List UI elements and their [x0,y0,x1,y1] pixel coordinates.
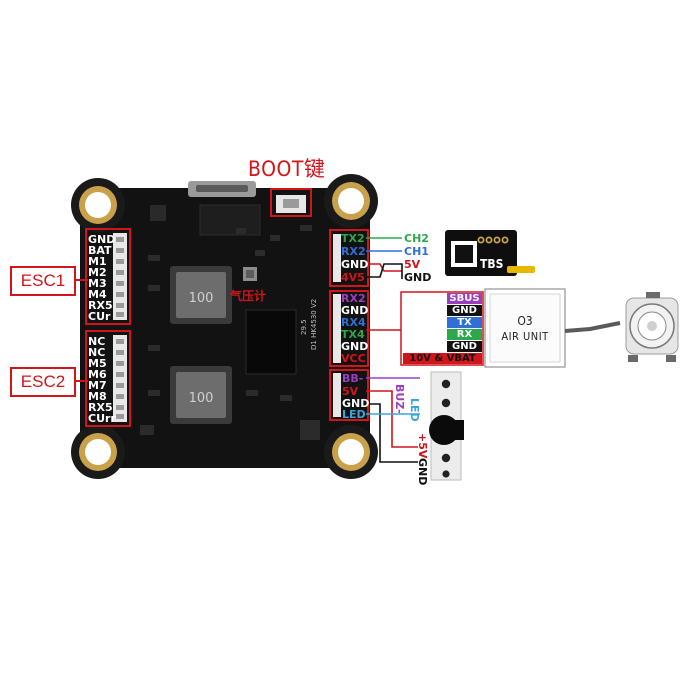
esc2-pin: M6 [88,368,107,381]
esc2-pin: RX5 [88,401,113,414]
svg-text:100: 100 [189,391,214,406]
inductor-bottom: 100 [170,366,232,424]
o3-wire-label: RX [447,329,482,340]
o3-air-unit [484,288,566,368]
buz-pin: GND [342,397,370,410]
uart-mid-pin: GND [341,304,369,317]
pcb-body [80,176,370,478]
uart-mid-pin: GND [341,340,369,353]
uart-top-pin: RX2 [341,245,366,258]
o3-wire-label: GND [447,305,482,316]
o3-wire-label: 10V & VBAT [403,353,482,364]
uart-mid-pin: RX2 [341,292,366,305]
smd-components [140,225,320,440]
esc1-pin: GND [88,233,116,246]
tbs-label: TBS [480,257,504,271]
boot-label: BOOT键 [248,157,326,181]
uart-mid-pin: TX4 [341,328,365,341]
buz-wire-label: GND [416,458,429,486]
tbs-wire-label: 5V [404,258,421,271]
esc1-pin: M2 [88,266,107,279]
esc1-pin: CUr [88,310,111,323]
buz-pin: BB- [342,372,364,385]
buz-wire-label: LED [408,398,421,422]
boot-highlight-box [270,188,312,217]
o3-coax-cable [564,321,621,333]
esc1-pin: RX5 [88,299,113,312]
mounting-hole-top-left [71,178,125,232]
mcu-chip [245,309,297,375]
board-marking-small: 29.5 [300,319,308,335]
esc1-connector [85,228,131,325]
tbs-receiver [445,230,535,276]
wires-to-tbs [366,237,403,279]
esc2-pin: NC [88,335,106,348]
buz-pin: 5V [342,385,359,398]
esc2-leader [74,380,88,382]
esc2-pin: M5 [88,357,107,370]
buz-wire-label: BUZ- [393,384,406,414]
esc1-pin: M1 [88,255,107,268]
tbs-wire-label: GND [404,271,432,284]
svg-text:100: 100 [189,291,214,306]
mounting-hole-bottom-left [71,425,125,479]
buzzer-connector [329,369,369,421]
uart-top-pin: 4V5 [341,271,365,284]
esc2-title: ESC2 [10,367,76,397]
tbs-wire-label: CH1 [404,245,429,258]
o3-camera [625,292,679,362]
esc1-title: ESC1 [10,266,76,296]
component-chip [150,205,166,221]
mounting-hole-top-right [324,174,378,228]
uart-mid-pin: RX4 [341,316,366,329]
o3-label-line2: AIR UNIT [501,330,549,343]
esc2-pin: M8 [88,390,107,403]
o3-wire-label: TX [447,317,482,328]
buz-wire-label: +5V [416,433,429,459]
esc1-pin: BAT [88,244,112,257]
uart-mid-connector [329,290,369,367]
inductor-top: 100 [170,266,232,324]
esc1-leader [74,279,88,281]
o3-wire-label: SBUS [447,293,482,304]
uart-top-pin: TX2 [341,232,365,245]
flight-controller-board: 100 100 D1 HK4530 V2 29.5 [71,174,378,479]
board-marking: D1 HK4530 V2 [310,299,318,350]
uart-mid-pin: VCC [341,352,366,365]
wires-to-buzzer [366,377,420,463]
buzzer [429,415,464,445]
mounting-hole-bottom-right [324,425,378,479]
uart-top-pin: GND [341,258,369,271]
o3-wire-label: GND [447,341,482,352]
buz-pin: LED [342,408,366,421]
esc1-pin: M4 [88,288,107,301]
wires-to-o3 [366,291,484,366]
barometer-label: 气压计 [230,289,267,303]
tbs-wire-label: CH2 [404,232,429,245]
esc2-pin: NC [88,346,106,359]
esc2-pin: CUrr [88,412,116,425]
uart-top-connector [329,229,369,287]
esc1-pin: M3 [88,277,107,290]
esc2-connector [85,330,131,427]
o3-label-line1: O3 [517,314,533,328]
esc2-pin: M7 [88,379,107,392]
